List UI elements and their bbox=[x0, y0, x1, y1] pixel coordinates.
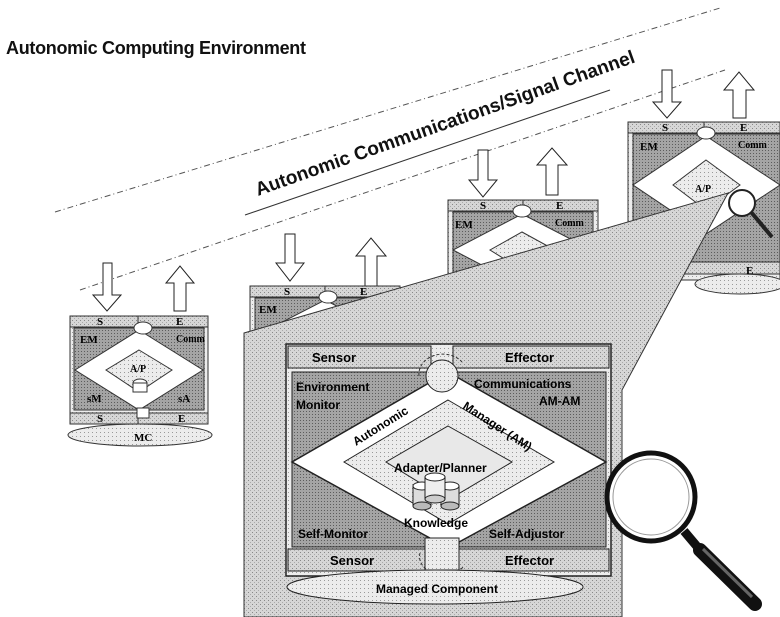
knowledge-database-icon bbox=[412, 472, 460, 511]
mini3-comm: Comm bbox=[555, 218, 585, 229]
mini2-sensor: S bbox=[284, 286, 290, 298]
output-arrow-4 bbox=[722, 71, 756, 119]
mini1-effector-bottom: E bbox=[178, 413, 185, 425]
detail-managed-component: Managed Component bbox=[376, 582, 498, 596]
mini1-effector: E bbox=[176, 316, 183, 328]
mini4-sensor: S bbox=[662, 122, 668, 134]
mini1-managed: MC bbox=[134, 432, 152, 444]
input-arrow-1 bbox=[91, 262, 123, 312]
mini3-effector: E bbox=[556, 200, 563, 212]
mini1-adapter: A/P bbox=[130, 364, 146, 375]
output-arrow-2 bbox=[354, 237, 388, 287]
channel-lines bbox=[54, 7, 726, 291]
mini2-effector: E bbox=[360, 286, 367, 298]
mini3-sensor: S bbox=[480, 200, 486, 212]
detail-effector-bottom: Effector bbox=[505, 553, 554, 568]
mini4-adapter: A/P bbox=[695, 184, 711, 195]
mini4-effector-bottom: E bbox=[746, 265, 753, 277]
detail-self-monitor: Self-Monitor bbox=[298, 527, 368, 541]
detail-communications-line1: Communications bbox=[474, 377, 572, 391]
mini4-effector: E bbox=[740, 122, 747, 134]
mini4-env-monitor: EM bbox=[640, 141, 658, 153]
detail-sensor-bottom: Sensor bbox=[330, 553, 374, 568]
detail-self-adjustor: Self-Adjustor bbox=[489, 527, 565, 541]
input-arrow-3 bbox=[467, 149, 499, 198]
mini4-comm: Comm bbox=[738, 140, 768, 151]
small-magnifier-icon bbox=[728, 189, 774, 239]
mini2-env-monitor: EM bbox=[259, 304, 277, 316]
detail-knowledge: Knowledge bbox=[404, 516, 468, 530]
input-arrow-4 bbox=[651, 69, 683, 119]
mini1-sensor: S bbox=[97, 316, 103, 328]
output-arrow-1 bbox=[164, 265, 196, 312]
mini-module-4: S E EM Comm A/P sM E bbox=[627, 69, 780, 295]
detail-communications-line2: AM-AM bbox=[539, 394, 580, 408]
mini1-sensor-bottom: S bbox=[97, 413, 103, 425]
detail-adapter-planner: Adapter/Planner bbox=[394, 461, 487, 475]
magnifier-icon bbox=[604, 450, 762, 611]
mini1-self-adjustor: sA bbox=[178, 393, 190, 405]
mini1-self-monitor: sM bbox=[87, 393, 102, 405]
input-arrow-2 bbox=[274, 233, 306, 282]
detail-env-monitor-line2: Monitor bbox=[296, 398, 340, 412]
mini3-env-monitor: EM bbox=[455, 219, 473, 231]
channel-label: Autonomic Communications/Signal Channel bbox=[253, 47, 638, 201]
mini1-comm: Comm bbox=[176, 334, 206, 345]
diagram-title: Autonomic Computing Environment bbox=[6, 38, 306, 58]
detail-effector-top: Effector bbox=[505, 350, 554, 365]
detail-env-monitor-line1: Environment bbox=[296, 380, 369, 394]
mini-module-1: S E EM Comm A/P sM sA S E MC bbox=[67, 262, 213, 447]
detail-module: Sensor Effector Environment Monitor Comm… bbox=[285, 343, 612, 605]
mini1-env-monitor: EM bbox=[80, 334, 98, 346]
detail-sensor-top: Sensor bbox=[312, 350, 356, 365]
output-arrow-3 bbox=[535, 147, 569, 196]
